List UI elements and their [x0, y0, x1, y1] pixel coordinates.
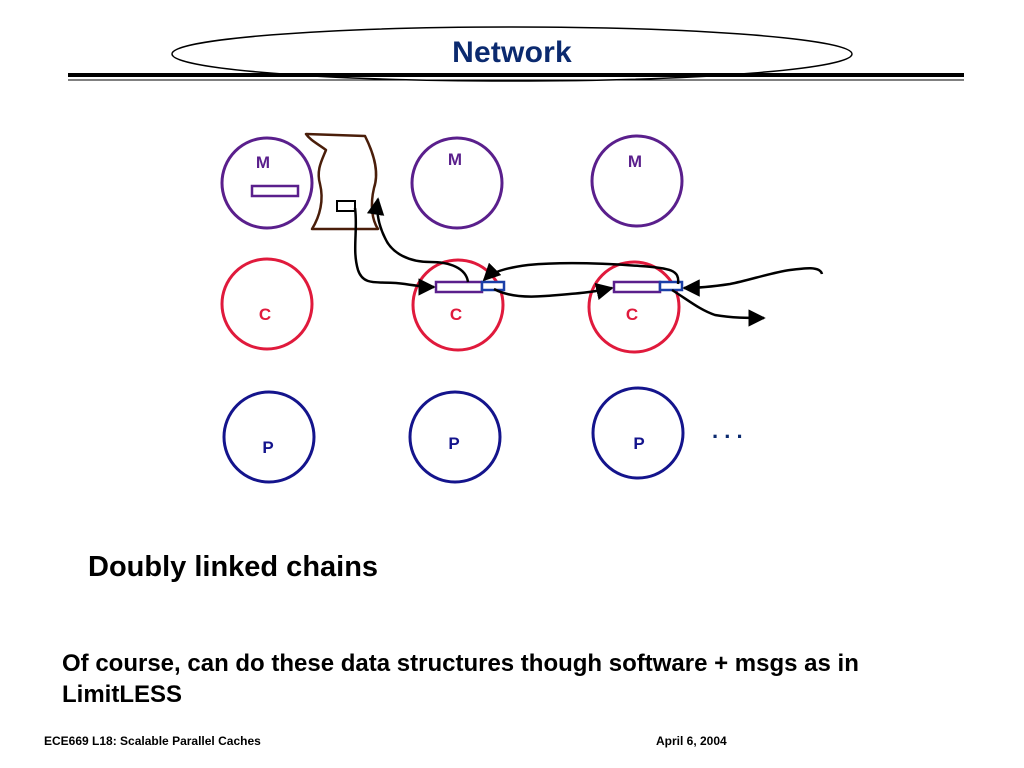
cache2-to-directory-arrow: [366, 197, 470, 283]
cache-line-block-3: [612, 280, 662, 294]
cache-pointer-block-2: [480, 280, 506, 292]
processor-node-1-label: P: [262, 438, 274, 457]
cache-node-2: [411, 258, 505, 352]
memory-node-2: [410, 136, 504, 230]
cache-line-block-2: [434, 280, 484, 294]
processor-node-1: [222, 390, 316, 484]
slide-body-text: Of course, can do these data structures …: [62, 650, 859, 708]
cache-node-3: [587, 260, 681, 354]
title-ellipse: [171, 26, 853, 82]
more-nodes-ellipsis: . . .: [712, 418, 743, 443]
directory-pointer-block: [336, 200, 356, 212]
cache-node-2-label: C: [449, 305, 463, 324]
slide-title: Network: [452, 36, 572, 69]
cache-node-1-label: C: [258, 305, 272, 324]
cache3-to-cache2-back-arrow: [482, 261, 680, 285]
memory-node-1-label: M: [255, 153, 271, 172]
cache-node-3-label: C: [625, 305, 639, 324]
footer-date: April 6, 2004: [656, 734, 727, 748]
memory-node-1: [220, 136, 314, 230]
cache-node-1: [220, 257, 314, 351]
processor-node-3-label: P: [633, 434, 645, 453]
memory-node-2-label: M: [447, 150, 463, 169]
memory-line-block: [250, 184, 300, 198]
memory-node-3: [590, 134, 684, 228]
memory-node-3-label: M: [627, 152, 643, 171]
processor-node-3: [591, 386, 685, 480]
external-to-cache3-arrow: [682, 267, 824, 297]
cache-pointer-block-3: [658, 280, 684, 292]
directory-to-cache-arrow: [353, 207, 436, 296]
directory-structure: [304, 132, 380, 231]
cache2-to-cache3-forward-arrow: [493, 282, 614, 301]
slide-subtitle: Doubly linked chains: [88, 551, 379, 583]
footer-course: ECE669 L18: Scalable Parallel Caches: [44, 734, 261, 748]
processor-node-2-label: P: [448, 434, 460, 453]
cache3-to-external-arrow: [671, 288, 766, 327]
processor-node-2: [408, 390, 502, 484]
